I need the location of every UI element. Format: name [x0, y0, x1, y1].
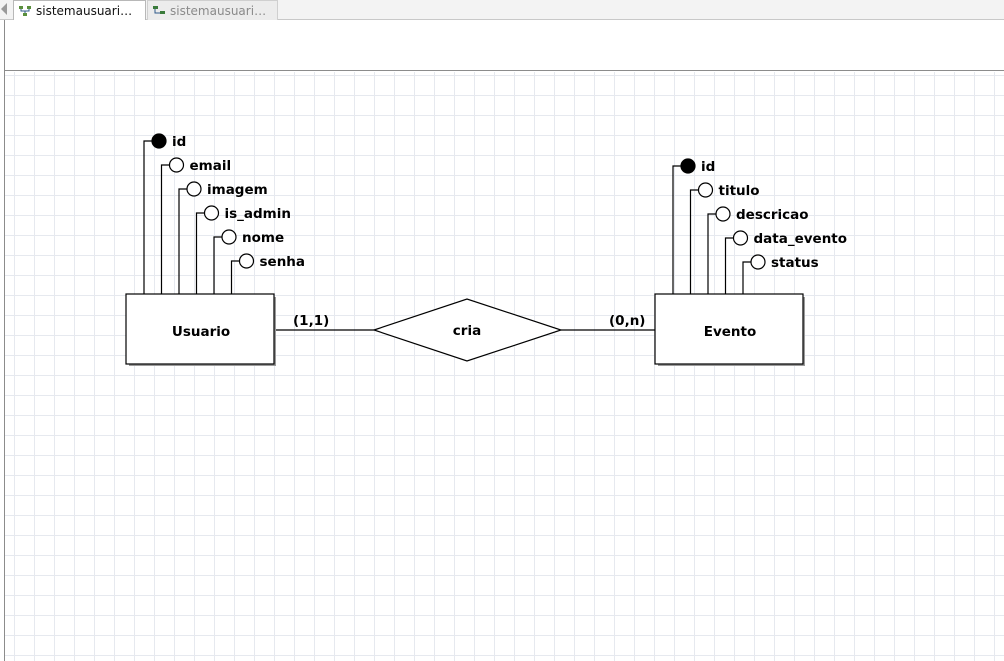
entity-box: [125, 293, 275, 365]
attribute-label: descricao: [736, 207, 809, 223]
attribute-marker: [221, 229, 237, 245]
attribute-label: is_admin: [225, 206, 292, 222]
attribute-data-evento[interactable]: data_evento: [724, 230, 848, 294]
attribute-connector: [689, 189, 699, 294]
attribute-imagem[interactable]: imagem: [178, 181, 268, 294]
attribute-label: nome: [242, 230, 284, 246]
attribute-senha[interactable]: senha: [230, 253, 306, 294]
attribute-label: id: [701, 159, 715, 175]
attribute-is-admin[interactable]: is_admin: [195, 205, 292, 294]
key-attribute-marker: [680, 158, 696, 174]
entity-evento[interactable]: Evento: [654, 293, 805, 366]
scroll-left-arrow-icon[interactable]: [1, 3, 7, 15]
attribute-marker: [715, 206, 731, 222]
attribute-connector: [672, 165, 681, 294]
attribute-marker: [732, 230, 749, 246]
attribute-label: email: [190, 158, 232, 174]
attribute-marker: [168, 157, 185, 173]
entity-name-evento: Evento: [704, 324, 757, 340]
attribute-descricao[interactable]: descricao: [707, 206, 809, 294]
tab-sistemausuario-2[interactable]: sistemausuario_...: [147, 0, 278, 20]
attribute-email[interactable]: email: [160, 157, 232, 294]
tab-sistemausuario-1[interactable]: sistemausuario_...: [13, 0, 146, 21]
entity-box: [654, 293, 804, 365]
attribute-connector: [742, 261, 751, 294]
relationship-name: cria: [453, 323, 481, 339]
attribute-label: id: [172, 134, 186, 150]
attribute-connector: [195, 212, 205, 294]
attribute-label: imagem: [207, 182, 268, 198]
attribute-label: data_evento: [754, 231, 848, 247]
diagram-icon: [19, 6, 31, 16]
attribute-connector: [707, 213, 716, 294]
attribute-connector: [160, 164, 170, 294]
relationship-cria[interactable]: cria: [372, 298, 563, 362]
relationship-diamond: [372, 298, 563, 362]
attribute-id[interactable]: id: [143, 133, 186, 294]
attribute-connector: [230, 260, 240, 294]
attribute-connector: [143, 140, 152, 294]
attribute-status[interactable]: status: [742, 254, 819, 294]
key-attribute-marker: [151, 133, 167, 149]
tab-label: sistemausuario_...: [36, 4, 139, 18]
toolbar-area: [4, 20, 1004, 71]
attribute-label: titulo: [719, 183, 760, 199]
cardinality-right: (0,n): [609, 313, 645, 329]
attribute-marker: [750, 254, 766, 270]
attribute-connector: [178, 188, 187, 294]
attribute-connector: [213, 236, 222, 294]
tab-bar: sistemausuario_... sistemausuario_...: [0, 0, 1004, 21]
cardinality-left: (1,1): [293, 313, 329, 329]
attribute-marker: [238, 253, 255, 269]
attribute-id[interactable]: id: [672, 158, 715, 294]
attribute-marker: [203, 205, 220, 221]
entity-usuario[interactable]: Usuario: [125, 293, 276, 366]
attribute-titulo[interactable]: titulo: [689, 182, 760, 294]
attribute-label: status: [771, 255, 819, 271]
attribute-connector: [724, 237, 734, 294]
attribute-label: senha: [260, 254, 306, 270]
attribute-marker: [186, 181, 202, 197]
entity-name-usuario: Usuario: [172, 324, 230, 340]
tab-label: sistemausuario_...: [170, 3, 271, 18]
attribute-marker: [697, 182, 714, 198]
diagram-icon: [153, 5, 165, 14]
left-border: [4, 20, 5, 661]
attribute-nome[interactable]: nome: [213, 229, 284, 294]
